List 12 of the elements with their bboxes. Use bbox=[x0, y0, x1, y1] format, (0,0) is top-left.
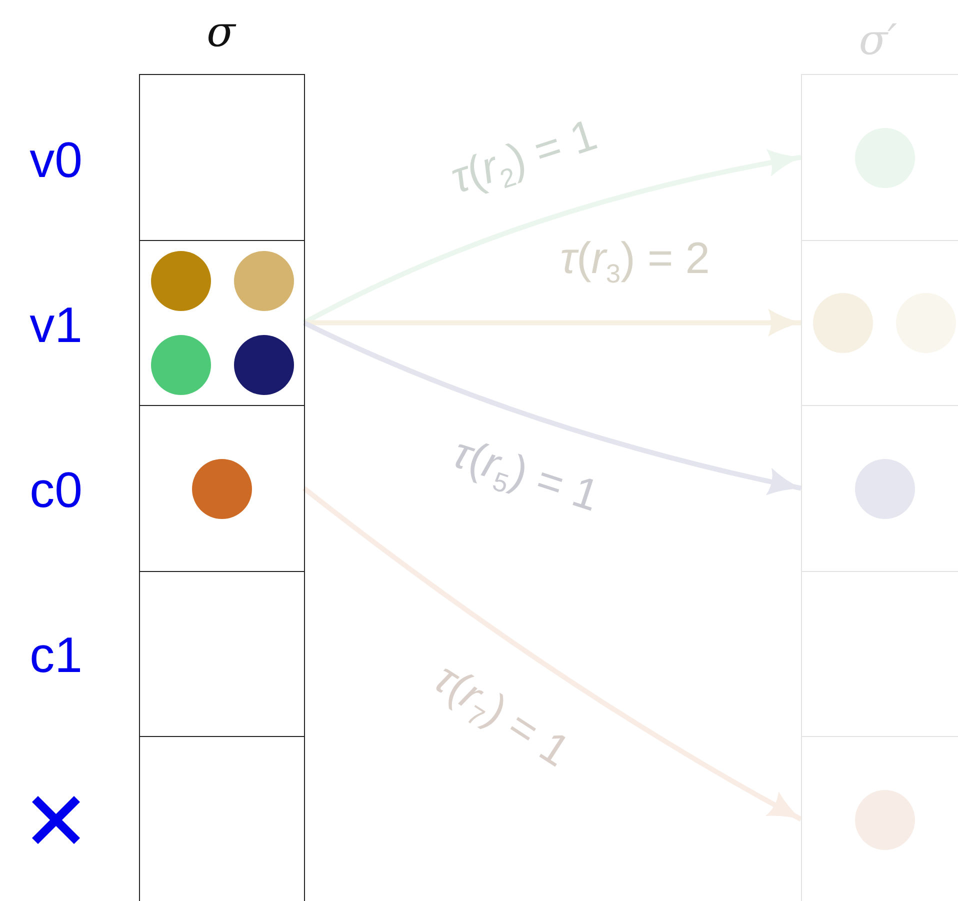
grid-cell bbox=[139, 405, 305, 572]
row-label: v1 bbox=[30, 300, 82, 350]
grid-cell bbox=[139, 736, 305, 901]
grid-cell bbox=[801, 74, 958, 240]
grid-cell bbox=[139, 240, 305, 406]
row-label: c0 bbox=[30, 465, 82, 515]
grid-cell bbox=[139, 74, 305, 240]
column-heading: σ bbox=[206, 11, 236, 53]
row-label: c1 bbox=[30, 630, 82, 680]
grid-cell bbox=[801, 240, 958, 406]
grid-cell bbox=[139, 570, 305, 737]
row-label: v0 bbox=[30, 135, 82, 185]
